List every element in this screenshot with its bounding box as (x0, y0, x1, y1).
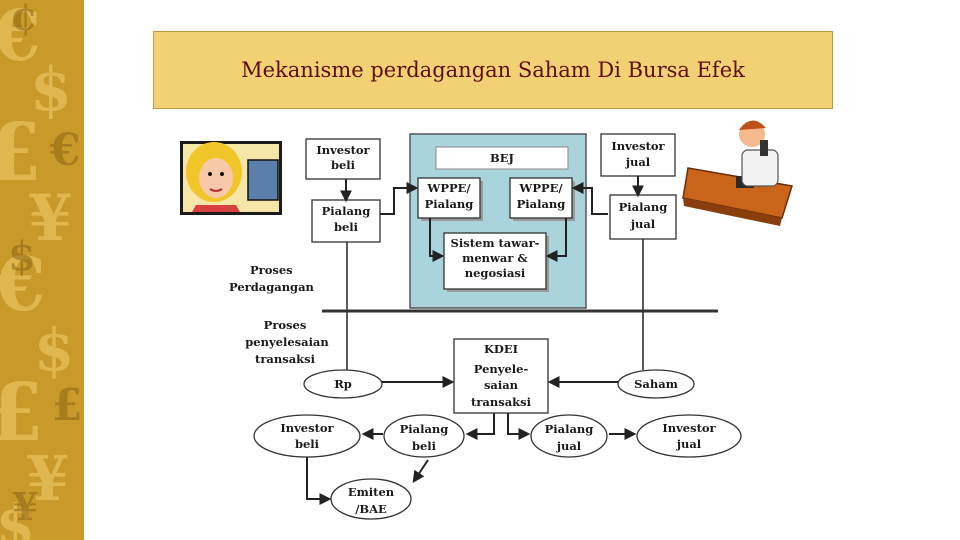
investor-jual-top-line2: jual (625, 155, 651, 169)
svg-text:$: $ (0, 493, 35, 540)
svg-text:£: £ (52, 380, 83, 431)
investor-beli-bottom-line1: Investor (280, 421, 334, 435)
bej-header-box (435, 146, 569, 170)
svg-text:£: £ (0, 365, 44, 459)
wppe-pialang-left-box (417, 177, 481, 219)
emiten-line2: /BAE (355, 502, 387, 516)
investor-beli-top-line1: Investor (316, 143, 370, 157)
proses-penyelesaian-line3: transaksi (255, 352, 316, 366)
sistem-line3: negosiasi (465, 266, 526, 280)
pialang-jual-bottom-oval (530, 414, 608, 458)
rp-oval (303, 369, 383, 399)
wppe-pialang-right-box (509, 177, 573, 219)
investor-jual-bottom-line1: Investor (662, 421, 716, 435)
wppe-right-line1: WPPE/ (518, 181, 563, 195)
wppe-right-line2: Pialang (517, 197, 566, 211)
pialang-jual-bottom-line1: Pialang (545, 422, 594, 436)
investor-jual-top-line1: Investor (611, 139, 665, 153)
svg-text:¥: ¥ (12, 484, 38, 529)
saham-oval (617, 369, 695, 399)
svg-text:¢: ¢ (10, 0, 38, 40)
kdei-box (453, 338, 549, 414)
kdei-line2: Penyele- (474, 362, 529, 376)
kdei-line1: KDEI (484, 342, 518, 356)
investor-jual-bottom-oval (636, 414, 742, 458)
kdei-line4: transaksi (471, 395, 532, 409)
pialang-jual-top-line1: Pialang (619, 200, 668, 214)
wppe-left-line2: Pialang (425, 197, 474, 211)
investor-beli-top-line2: beli (331, 158, 356, 172)
saham-label: Saham (634, 377, 678, 391)
svg-text:€: € (0, 242, 46, 328)
proses-perdagangan-line2: Perdagangan (229, 280, 315, 294)
pialang-beli-top-line2: beli (334, 220, 359, 234)
sistem-line1: Sistem tawar- (451, 236, 540, 250)
pialang-jual-top-line2: jual (630, 217, 656, 231)
emiten-line1: Emiten (348, 485, 395, 499)
title-banner: Mekanisme perdagangan Saham Di Bursa Efe… (153, 31, 833, 109)
investor-beli-top-box (305, 138, 381, 180)
sistem-line2: menwar & (462, 251, 528, 265)
svg-text:¥: ¥ (28, 181, 73, 256)
decorative-currency-sidebar: € $ £ ¥ € $ £ ¥ $ ¢ € $ £ ¥ (0, 0, 84, 540)
svg-text:$: $ (34, 316, 74, 384)
rp-label: Rp (334, 377, 352, 391)
investor-woman-clipart (180, 141, 282, 215)
svg-text:€: € (0, 0, 41, 77)
pialang-beli-bottom-line2: beli (412, 439, 437, 453)
proses-penyelesaian-line2: penyelesaian (245, 335, 329, 349)
kdei-line3: saian (484, 378, 519, 392)
investor-man-clipart (682, 120, 793, 226)
svg-text:£: £ (0, 105, 42, 199)
svg-text:$: $ (8, 233, 36, 280)
pialang-jual-bottom-line2: jual (556, 439, 582, 453)
proses-penyelesaian-line1: Proses (264, 318, 307, 332)
pialang-jual-top-box (609, 194, 677, 240)
proses-perdagangan-line1: Proses (250, 263, 293, 277)
investor-beli-bottom-line2: beli (295, 437, 320, 451)
sistem-tawar-box (443, 232, 547, 290)
pialang-beli-bottom-line1: Pialang (400, 422, 449, 436)
wppe-left-line1: WPPE/ (426, 181, 471, 195)
svg-text:$: $ (30, 55, 72, 125)
svg-text:€: € (49, 125, 81, 176)
svg-text:¥: ¥ (26, 442, 69, 515)
bej-label: BEJ (490, 151, 514, 165)
investor-jual-bottom-line2: jual (676, 437, 702, 451)
pialang-beli-top-line1: Pialang (322, 204, 371, 218)
pialang-beli-bottom-oval (383, 414, 465, 458)
page-title: Mekanisme perdagangan Saham Di Bursa Efe… (241, 58, 745, 82)
investor-jual-top-box (600, 133, 676, 177)
